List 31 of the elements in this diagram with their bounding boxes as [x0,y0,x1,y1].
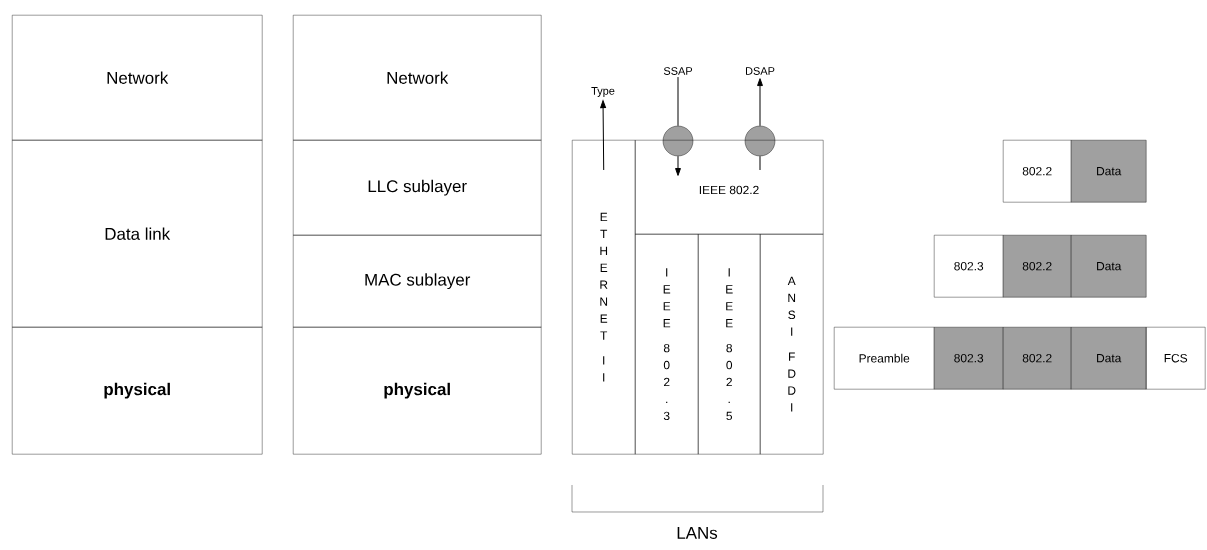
layer-box: LLC sublayer [293,140,542,236]
layer-box: Network [293,15,542,141]
frame-field: Data [1071,235,1147,298]
frame-field: 802.2 [1003,140,1072,203]
layer-box: physical [12,327,263,455]
frame-field: Data [1071,140,1147,203]
layer-box: physical [293,327,542,455]
field-label: SSAP [663,67,693,75]
arrow [675,155,681,176]
protocol-column: IEEE 802.3 [635,234,699,455]
frame-field: 802.2 [1003,235,1072,298]
layer-box: Network [12,15,263,141]
layer-box: MAC sublayer [293,235,542,328]
layer-box: Data link [12,140,263,328]
protocol-column: ANSI FDDI [760,234,824,455]
frame-field: 802.3 [934,235,1004,298]
bracket-label: LANs [677,527,718,539]
frame-field: 802.2 [1003,327,1072,390]
field-label: DSAP [746,67,775,75]
arrow [600,100,607,171]
frame-field: FCS [1146,327,1206,390]
protocol-box: IEEE 802.2 [635,140,824,235]
protocol-column: IEEE 802.5 [698,234,761,455]
sap-circle [662,125,694,157]
frame-field: Data [1071,327,1147,390]
arrow [757,78,763,127]
frame-field: 802.3 [934,327,1004,390]
frame-field: Preamble [834,327,935,390]
protocol-column: ETHERNET II [572,140,636,455]
field-label: Type [591,87,615,97]
sap-circle [744,125,776,157]
